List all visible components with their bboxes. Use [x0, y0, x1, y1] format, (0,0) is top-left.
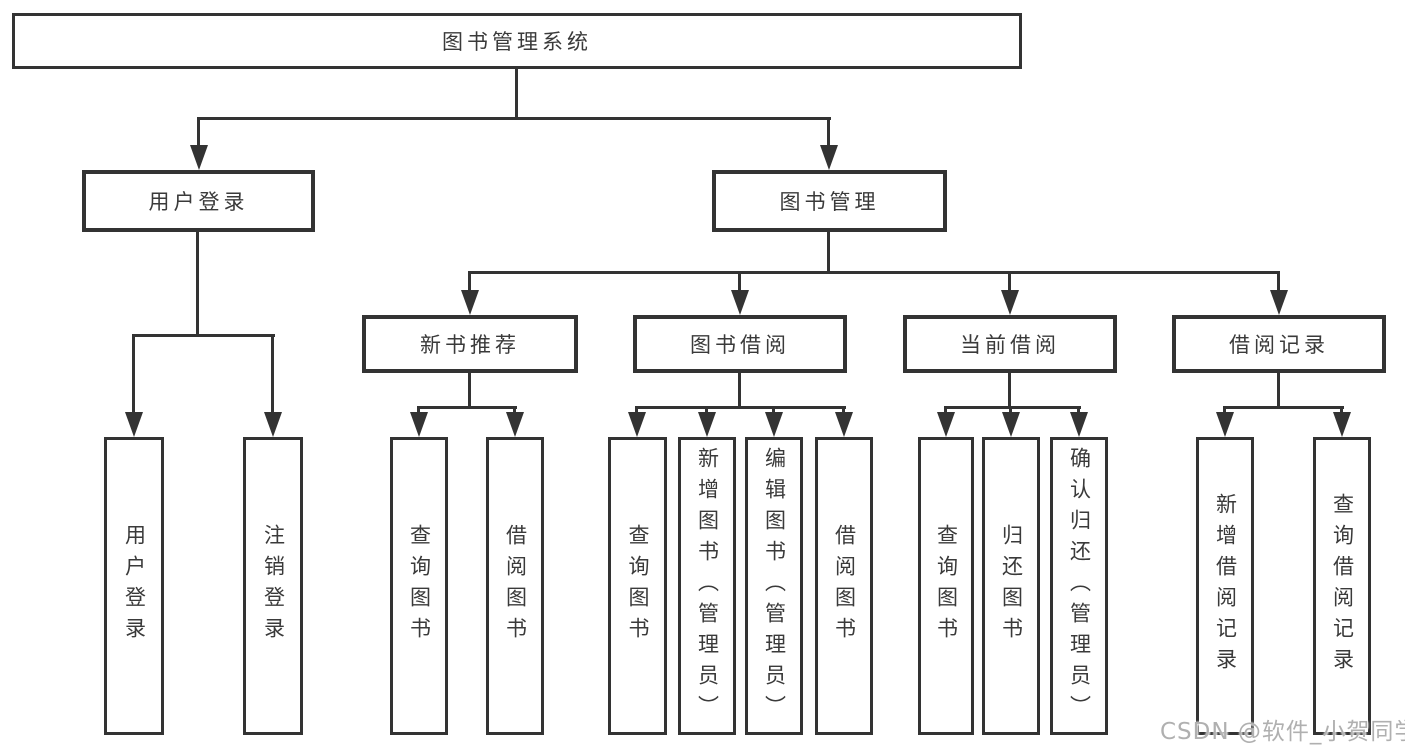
node-label: 新增图书（管理员）	[695, 446, 720, 726]
node-label: 查询图书	[407, 524, 432, 648]
arrowhead-down-icon	[820, 145, 838, 170]
node-label: 归还图书	[999, 524, 1024, 648]
connector-drop	[705, 406, 708, 415]
arrowhead-down-icon	[1333, 412, 1351, 437]
connector-drop-borrowing-records	[1277, 271, 1280, 291]
arrowhead-down-icon	[461, 290, 479, 315]
node-library-management-system: 图书管理系统	[12, 13, 1022, 69]
connector-current-borrowing-bar	[944, 406, 1081, 409]
connector-drop	[772, 406, 775, 415]
node-label: 查询图书	[934, 524, 959, 648]
csdn-watermark: CSDN @软件_小贺同学	[1160, 719, 1405, 745]
node-user-login-branch: 用户登录	[82, 170, 315, 232]
leaf-query-books: 查询图书	[918, 437, 974, 735]
connector-drop	[1009, 406, 1012, 415]
node-label: 图书管理	[779, 190, 880, 214]
connector-drop	[417, 406, 420, 415]
connector-drop-current-borrowing	[1008, 271, 1011, 291]
leaf-confirm-return-admin: 确认归还（管理员）	[1050, 437, 1108, 735]
arrowhead-down-icon	[628, 412, 646, 437]
leaf-add-books-admin: 新增图书（管理员）	[678, 437, 736, 735]
connector-borrowing-records-stem	[1277, 372, 1280, 407]
node-book-borrowing: 图书借阅	[633, 315, 847, 373]
leaf-query-books: 查询图书	[608, 437, 667, 735]
arrowhead-down-icon	[125, 412, 143, 437]
leaf-edit-books-admin: 编辑图书（管理员）	[745, 437, 803, 735]
connector-drop-new-book-rec	[468, 271, 471, 291]
arrowhead-down-icon	[698, 412, 716, 437]
connector-drop	[1077, 406, 1080, 415]
arrowhead-down-icon	[506, 412, 524, 437]
arrowhead-down-icon	[731, 290, 749, 315]
connector-current-borrowing-stem	[1008, 372, 1011, 407]
node-label: 注销登录	[261, 524, 286, 648]
node-label: 查询借阅记录	[1330, 493, 1355, 679]
connector-root-stem	[515, 69, 518, 118]
connector-drop	[635, 406, 638, 415]
leaf-borrow-books: 借阅图书	[815, 437, 873, 735]
connector-book-borrowing-bar	[635, 406, 846, 409]
leaf-borrow-books: 借阅图书	[486, 437, 544, 735]
connector-user-login-bar	[132, 334, 275, 337]
node-current-borrowing: 当前借阅	[903, 315, 1117, 373]
node-borrowing-records: 借阅记录	[1172, 315, 1386, 373]
leaf-query-books: 查询图书	[390, 437, 448, 735]
node-label: 图书借阅	[690, 333, 790, 357]
arrowhead-down-icon	[937, 412, 955, 437]
connector-book-borrowing-stem	[738, 372, 741, 407]
connector-root-bar	[197, 117, 831, 120]
node-label: 用户登录	[148, 190, 249, 214]
node-label: 确认归还（管理员）	[1067, 446, 1092, 726]
connector-drop	[513, 406, 516, 415]
leaf-add-borrowing-record: 新增借阅记录	[1196, 437, 1254, 735]
connector-drop-leaf-user-login	[132, 334, 135, 414]
leaf-query-borrowing-record: 查询借阅记录	[1313, 437, 1371, 735]
connector-new-book-stem	[468, 372, 471, 407]
arrowhead-down-icon	[1216, 412, 1234, 437]
connector-drop-book-borrowing	[738, 271, 741, 291]
node-label: 借阅图书	[832, 524, 857, 648]
arrowhead-down-icon	[765, 412, 783, 437]
node-new-book-recommendation: 新书推荐	[362, 315, 578, 373]
node-label: 图书管理系统	[442, 30, 592, 54]
connector-drop-leaf-logout	[271, 334, 274, 414]
leaf-logout: 注销登录	[243, 437, 303, 735]
node-label: 编辑图书（管理员）	[762, 446, 787, 726]
connector-drop-book-management	[827, 117, 830, 146]
arrowhead-down-icon	[264, 412, 282, 437]
arrowhead-down-icon	[1270, 290, 1288, 315]
connector-drop	[842, 406, 845, 415]
arrowhead-down-icon	[1001, 290, 1019, 315]
arrowhead-down-icon	[1002, 412, 1020, 437]
connector-book-management-bar	[468, 271, 1280, 274]
node-label: 借阅记录	[1229, 333, 1329, 357]
connector-drop	[944, 406, 947, 415]
node-book-management-branch: 图书管理	[712, 170, 947, 232]
leaf-return-books: 归还图书	[982, 437, 1040, 735]
arrowhead-down-icon	[410, 412, 428, 437]
node-label: 查询图书	[626, 524, 650, 648]
connector-drop	[1223, 406, 1226, 415]
node-label: 新增借阅记录	[1213, 493, 1238, 679]
arrowhead-down-icon	[190, 145, 208, 170]
node-label: 用户登录	[122, 524, 147, 648]
connector-user-login-stem	[196, 231, 199, 336]
node-label: 新书推荐	[420, 333, 520, 357]
arrowhead-down-icon	[835, 412, 853, 437]
node-label: 借阅图书	[503, 524, 528, 648]
leaf-user-login: 用户登录	[104, 437, 164, 735]
node-label: 当前借阅	[960, 333, 1060, 357]
arrowhead-down-icon	[1070, 412, 1088, 437]
connector-book-management-stem	[827, 231, 830, 273]
connector-new-book-bar	[417, 406, 517, 409]
connector-drop-user-login	[197, 117, 200, 146]
connector-borrowing-records-bar	[1223, 406, 1344, 409]
connector-drop	[1340, 406, 1343, 415]
